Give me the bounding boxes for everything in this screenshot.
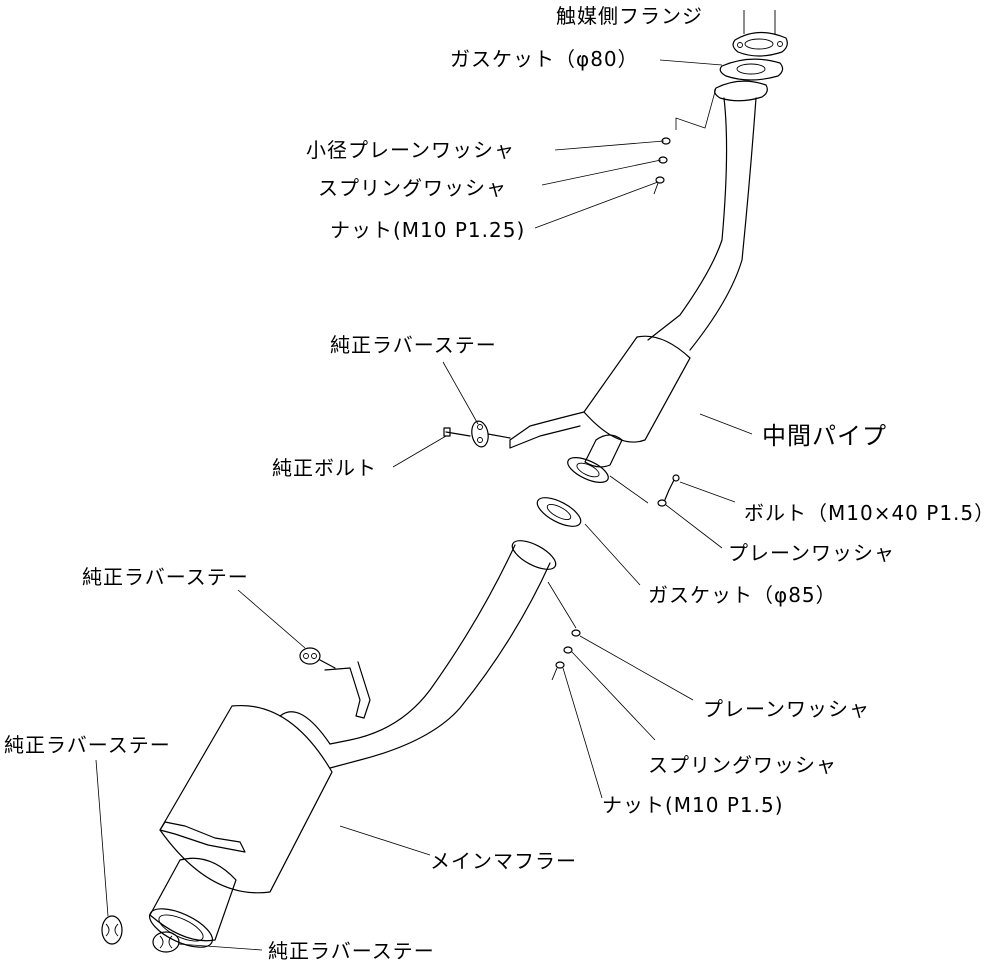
rubber-stay-4-part — [152, 931, 180, 953]
label-mid-pipe: 中間パイプ — [762, 422, 887, 450]
label-spring-washer-low: スプリングワッシャ — [648, 753, 837, 777]
label-gasket-85: ガスケット（φ85） — [648, 583, 837, 607]
label-main-muffler: メインマフラー — [430, 849, 577, 873]
mid-pipe-part — [509, 80, 768, 483]
label-plain-washer-mid: プレーンワッシャ — [728, 541, 895, 565]
label-rubber-stay-4: 純正ラバーステー — [268, 939, 435, 963]
label-nut-m10-p15: ナット(M10 P1.5) — [602, 793, 784, 817]
label-catalyst-flange: 触媒側フランジ — [556, 4, 703, 28]
rubber-stay-2-part — [299, 647, 336, 669]
catalyst-flange-part — [732, 10, 788, 57]
label-rubber-stay-2: 純正ラバーステー — [82, 565, 249, 589]
main-muffler-part — [149, 704, 333, 948]
rubber-stay-3-part — [101, 915, 123, 945]
label-small-plain-washer: 小径プレーンワッシャ — [306, 138, 515, 162]
gasket-80-part — [719, 58, 784, 81]
label-spring-washer-top: スプリングワッシャ — [318, 176, 507, 200]
label-rubber-stay-3: 純正ラバーステー — [4, 733, 171, 757]
gasket-85-part — [536, 497, 582, 527]
leader-lines — [95, 59, 753, 951]
label-bolt-m10x40: ボルト（M10×40 P1.5） — [744, 501, 996, 525]
top-fasteners — [653, 87, 717, 195]
label-gasket-80: ガスケット（φ80） — [450, 47, 639, 71]
label-oem-bolt: 純正ボルト — [272, 456, 377, 480]
label-plain-washer-low: プレーンワッシャ — [703, 697, 870, 721]
label-rubber-stay-1: 純正ラバーステー — [330, 333, 497, 357]
tail-pipe-part — [279, 540, 557, 769]
low-fasteners — [547, 581, 581, 681]
label-nut-m10-p125: ナット(M10 P1.25) — [330, 218, 526, 242]
oem-bolt-part — [443, 427, 471, 437]
mid-bolt-and-washers — [657, 474, 680, 507]
rubber-stay-1-part — [471, 420, 511, 448]
